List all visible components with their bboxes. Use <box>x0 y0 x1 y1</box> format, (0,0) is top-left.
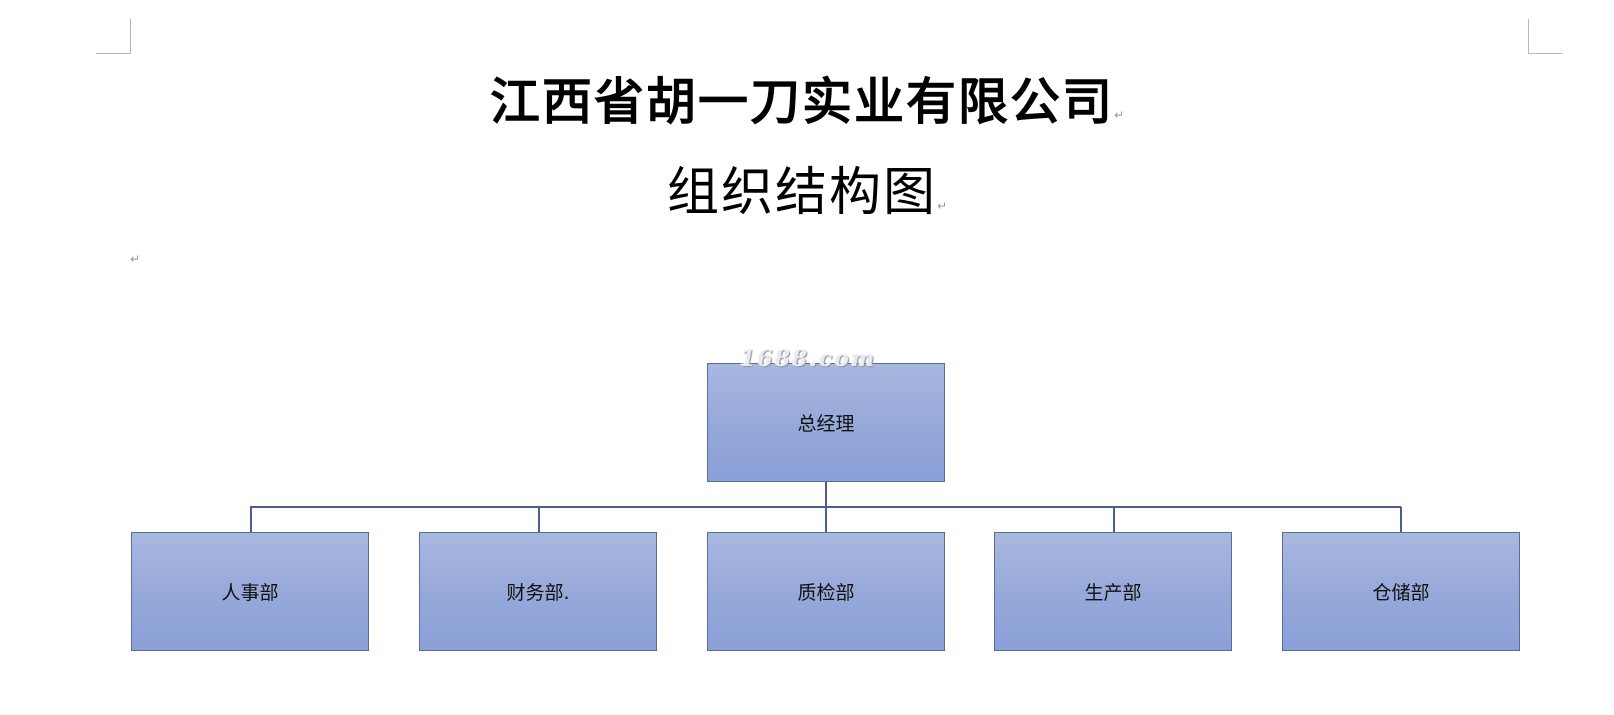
org-box-label: 财务部. <box>506 582 570 604</box>
page-corner-mark-top-right <box>1528 19 1563 54</box>
company-title: 江西省胡一刀实业有限公司↵ <box>0 72 1614 145</box>
org-box-label: 人事部 <box>221 582 279 604</box>
org-box-label: 质检部 <box>797 582 855 604</box>
org-box-general-manager[interactable]: 总经理 <box>707 363 945 482</box>
watermark-logo: 1688.com <box>740 346 877 372</box>
org-box-finance-department[interactable]: 财务部. <box>419 532 657 651</box>
org-box-warehouse-department[interactable]: 仓储部 <box>1282 532 1520 651</box>
org-box-label: 生产部 <box>1084 582 1142 604</box>
org-box-hr-department[interactable]: 人事部 <box>131 532 369 651</box>
org-box-label: 总经理 <box>797 413 855 435</box>
empty-paragraph-mark: ↵ <box>130 252 141 266</box>
org-box-label: 仓储部 <box>1372 582 1430 604</box>
paragraph-mark: ↵ <box>936 199 948 213</box>
company-name: 江西省胡一刀实业有限公司 <box>489 73 1114 131</box>
org-box-quality-department[interactable]: 质检部 <box>707 532 945 651</box>
paragraph-mark: ↵ <box>1113 108 1125 122</box>
org-box-production-department[interactable]: 生产部 <box>994 532 1232 651</box>
chart-title-text: 组织结构图 <box>666 163 937 223</box>
chart-title: 组织结构图↵ <box>0 162 1614 237</box>
page-corner-mark-top-left <box>96 19 131 54</box>
